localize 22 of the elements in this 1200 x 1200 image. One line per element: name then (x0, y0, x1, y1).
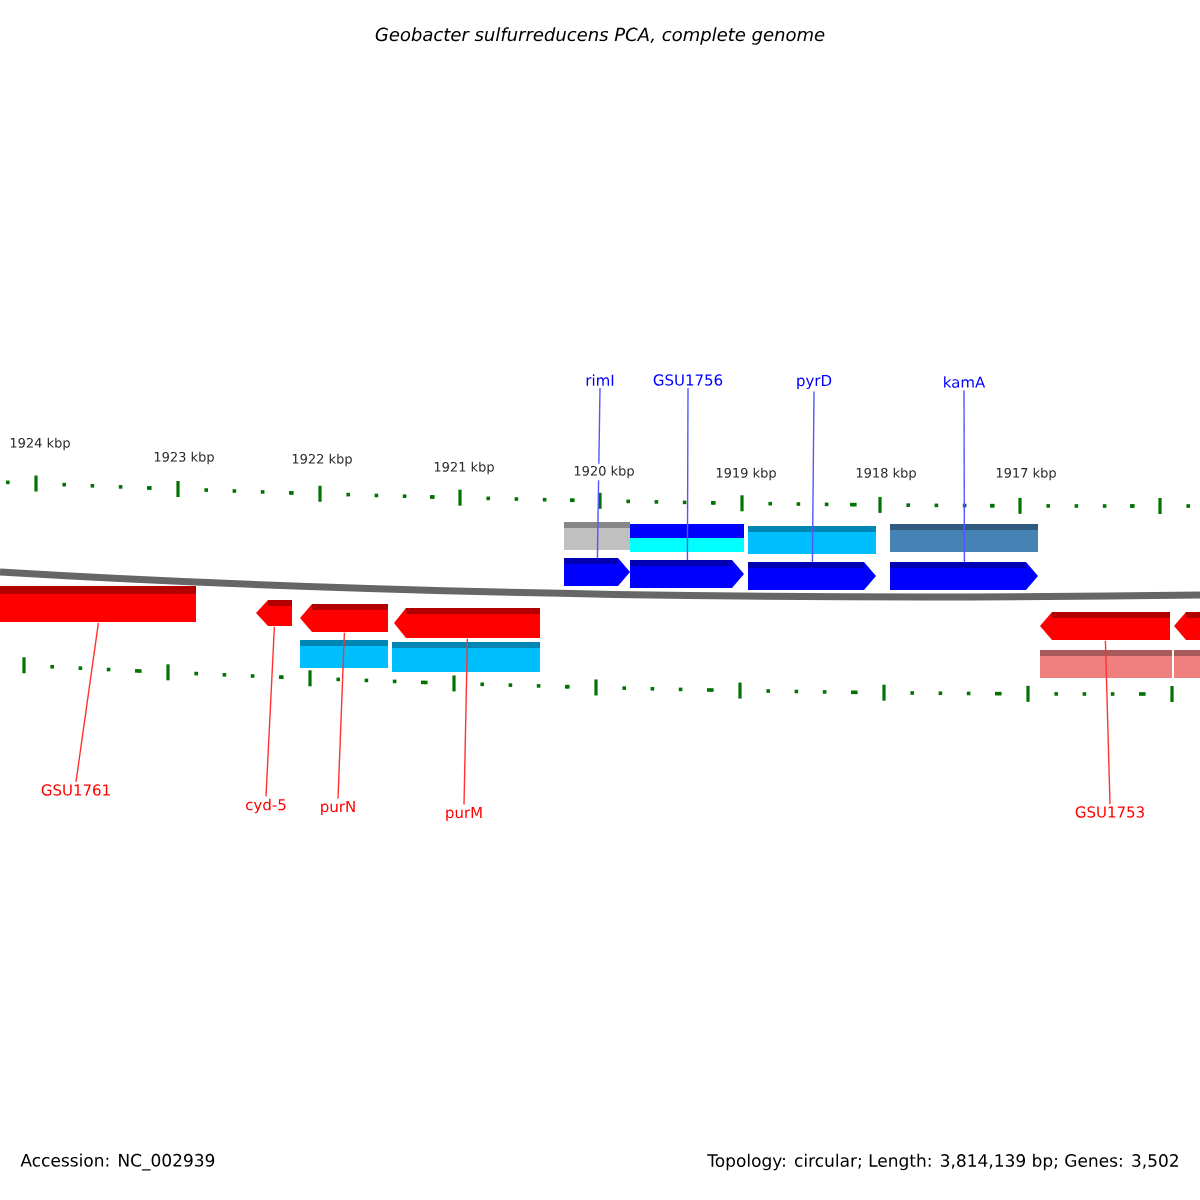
title: Geobacter sulfurreducens PCA, complete genome (375, 27, 825, 45)
leader-line (686, 387, 689, 561)
leader-line (463, 638, 469, 806)
gene-feature (564, 558, 630, 586)
leader-line (811, 390, 815, 563)
gene-feature (748, 562, 876, 590)
gene-feature (1174, 612, 1200, 640)
leader-line (596, 387, 601, 559)
footer-text: Accession: NC_002939 (20, 1153, 215, 1171)
leader-line (75, 622, 100, 783)
leader-line (337, 632, 346, 800)
footer-text: Topology: circular; Length: 3,814,139 bp; Genes: 3,502 (707, 1153, 1178, 1171)
gene-feature (630, 560, 744, 588)
gene-feature (0, 586, 196, 622)
gene-feature (394, 608, 540, 638)
gene-feature (300, 604, 388, 632)
leader-line (963, 389, 966, 563)
gene-feature (1040, 612, 1170, 640)
gene-feature (890, 562, 1038, 590)
gene-feature (256, 600, 292, 626)
leader-line (1104, 640, 1111, 805)
leader-line (265, 626, 276, 798)
